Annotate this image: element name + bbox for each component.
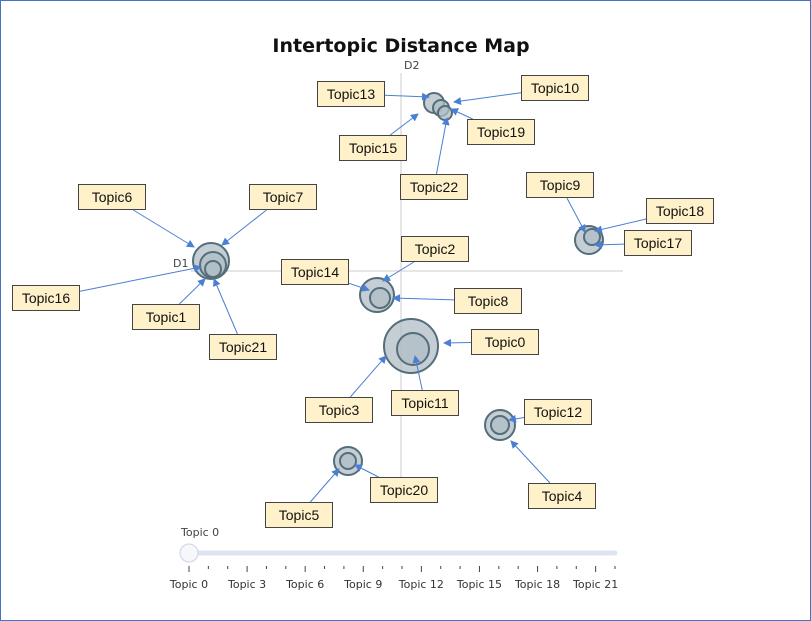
topic-label: Topic20: [370, 477, 438, 503]
topic-bubble[interactable]: [339, 452, 357, 470]
d2-label: D2: [404, 59, 420, 72]
annotation-arrow: [354, 464, 379, 478]
slider-current-label: Topic 0: [181, 526, 220, 539]
annotation-arrow: [382, 261, 415, 282]
topic-label: Topic19: [467, 119, 535, 145]
annotation-arrow: [412, 355, 423, 391]
topic-label: Topic17: [624, 230, 692, 256]
annotation-arrow: [453, 92, 522, 106]
annotation-arrow: [221, 209, 267, 246]
topic-label: Topic9: [526, 172, 594, 198]
topic-label: Topic6: [78, 184, 146, 210]
topic-label: Topic21: [209, 334, 277, 360]
d1-label: D1: [173, 257, 189, 270]
topic-label: Topic10: [521, 75, 589, 101]
annotation-arrow: [384, 92, 430, 101]
topic-label: Topic4: [528, 483, 596, 509]
topic-label: Topic18: [646, 198, 714, 224]
topic-label: Topic12: [524, 399, 592, 425]
slider-handle[interactable]: [179, 543, 199, 563]
annotation-arrow: [348, 282, 370, 292]
annotation-arrow: [309, 468, 340, 503]
topic-label: Topic7: [249, 184, 317, 210]
topic-label: Topic0: [471, 329, 539, 355]
annotation-arrow: [594, 218, 647, 234]
slider-tick-label[interactable]: Topic 9: [344, 578, 383, 591]
topic-label: Topic11: [391, 390, 459, 416]
annotation-arrow: [510, 440, 551, 484]
annotation-arrow: [178, 278, 206, 305]
annotation-arrow: [566, 197, 586, 233]
annotation-arrow: [594, 240, 625, 249]
topic-bubble[interactable]: [437, 105, 453, 121]
topic-label: Topic1: [132, 304, 200, 330]
annotation-arrow: [349, 355, 387, 398]
topic-label: Topic3: [305, 397, 373, 423]
topic-label: Topic14: [281, 259, 349, 285]
topic-bubble[interactable]: [204, 260, 222, 278]
annotation-arrow: [392, 294, 455, 303]
topic-label: Topic13: [317, 81, 385, 107]
topic-bubble[interactable]: [369, 287, 391, 309]
slider-tick-label[interactable]: Topic 21: [573, 578, 619, 591]
topic-label: Topic16: [12, 285, 80, 311]
slider-tick-label[interactable]: Topic 6: [286, 578, 325, 591]
topic-label: Topic15: [339, 135, 407, 161]
topic-bubble[interactable]: [583, 228, 601, 246]
annotation-arrow: [435, 117, 450, 175]
annotation-arrow: [450, 108, 473, 120]
annotation-arrow: [133, 209, 195, 248]
slider-tick-label[interactable]: Topic 0: [169, 578, 209, 591]
topic-label: Topic2: [401, 236, 469, 262]
topic-bubble[interactable]: [490, 415, 510, 435]
slider-tick-label[interactable]: Topic 15: [456, 578, 503, 591]
chart-title: Intertopic Distance Map: [272, 35, 530, 57]
annotation-arrow: [79, 264, 202, 292]
slider-tick-label[interactable]: Topic 3: [227, 578, 267, 591]
annotation-arrow: [508, 414, 525, 423]
topic-label: Topic8: [454, 288, 522, 314]
topic-bubble[interactable]: [396, 332, 430, 366]
slider-tick-label[interactable]: Topic 12: [398, 578, 444, 591]
topic-label: Topic5: [265, 502, 333, 528]
annotation-arrow: [389, 113, 419, 136]
slider-tick-label[interactable]: Topic 18: [514, 578, 561, 591]
annotation-arrow: [213, 278, 238, 335]
topic-label: Topic22: [400, 174, 468, 200]
